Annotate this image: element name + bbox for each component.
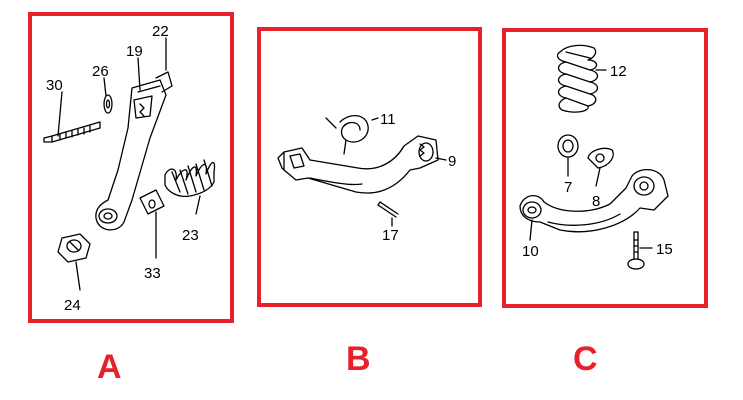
washer-7 [557, 134, 579, 158]
callout-22: 22 [152, 23, 169, 40]
callout-12: 12 [610, 63, 627, 80]
callout-17: 17 [382, 227, 399, 244]
leader-lines-a [57, 37, 201, 291]
callouts-b: 11 9 17 [380, 111, 456, 244]
spring-12 [556, 44, 599, 113]
callout-26: 26 [92, 63, 109, 80]
panel-a-label: A [97, 348, 122, 386]
callout-8: 8 [592, 193, 600, 210]
bolt-15 [627, 231, 645, 270]
callout-23: 23 [182, 227, 199, 244]
leader-lines-c [529, 69, 653, 249]
return-spring-11 [325, 115, 369, 155]
callout-24: 24 [64, 297, 81, 314]
panel-b-label: B [346, 340, 371, 378]
rubber-33 [139, 189, 165, 215]
nut-24 [57, 233, 91, 263]
callout-10: 10 [522, 243, 539, 260]
plate-8 [587, 147, 614, 169]
panel-c-label: C [573, 340, 598, 378]
brake-pedal-arm [95, 71, 173, 231]
callouts-a: 22 19 26 30 23 33 24 [46, 23, 199, 314]
callout-7: 7 [564, 179, 572, 196]
callout-19: 19 [126, 43, 143, 60]
callout-15: 15 [656, 241, 673, 258]
kick-arm-10 [519, 169, 669, 233]
bolt-30 [43, 121, 101, 143]
panel-c-frame [502, 28, 708, 308]
washer-26 [103, 94, 113, 114]
callout-33: 33 [144, 265, 161, 282]
change-pedal-arm [277, 135, 439, 194]
pin-17 [377, 201, 399, 218]
leader-lines-b [371, 117, 447, 227]
callouts-c: 12 7 8 10 15 [522, 63, 673, 260]
callout-30: 30 [46, 77, 63, 94]
callout-9: 9 [448, 153, 456, 170]
spring-23 [164, 159, 216, 198]
callout-11: 11 [380, 111, 396, 128]
